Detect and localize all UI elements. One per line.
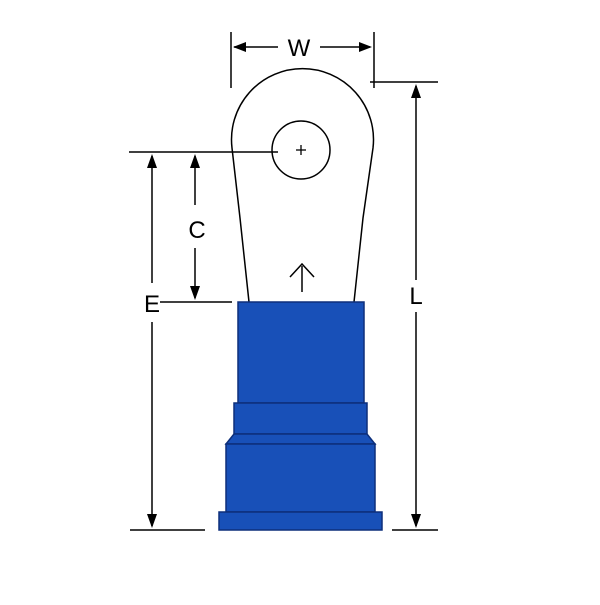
center-to-barrel-dimension: C [188, 154, 206, 300]
barrel-flare [224, 433, 377, 445]
length-label: L [409, 283, 422, 310]
ring-tongue [230, 67, 375, 303]
insulation-sleeve [218, 301, 383, 531]
length-dimension: L [409, 84, 423, 528]
barrel-lower [225, 443, 376, 513]
barrel-upper [237, 301, 365, 404]
width-dimension: W [230, 32, 375, 88]
width-label: W [288, 35, 311, 62]
overall-barrel-label: E [144, 291, 160, 318]
barrel-base-lip [218, 511, 383, 531]
center-to-barrel-label: C [188, 217, 205, 244]
barrel-collar [233, 402, 368, 435]
overall-barrel-dimension: E [144, 154, 160, 528]
direction-arrow-icon [289, 262, 315, 292]
